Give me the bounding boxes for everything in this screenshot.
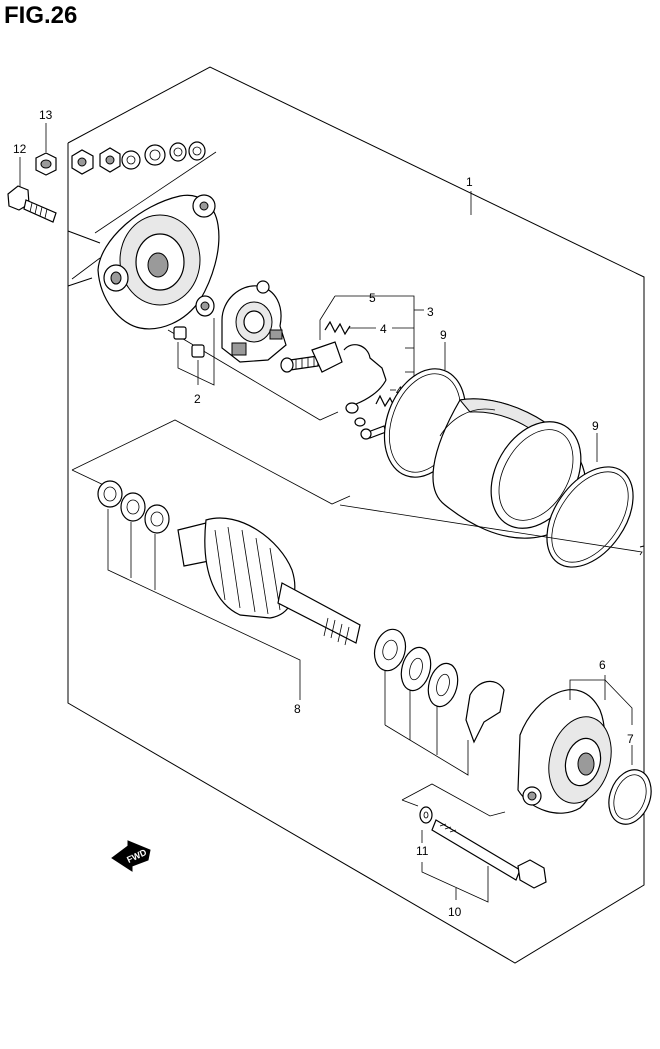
- armature: [177, 517, 361, 646]
- part-12-bolt: 12: [7, 142, 57, 223]
- callout-label: 12: [13, 142, 27, 156]
- callout-label: 4: [380, 322, 387, 336]
- part-7-o-ring: 7: [608, 732, 652, 825]
- hardware-row: [71, 141, 206, 175]
- armature-washers-left: [97, 480, 301, 700]
- brush-holder: [221, 280, 287, 363]
- callout-label: 9: [440, 328, 447, 342]
- fwd-arrow-icon: FWD: [111, 840, 151, 872]
- callout-label: 6: [599, 658, 606, 672]
- part-9-o-ring-lower: 9: [546, 419, 634, 568]
- through-bolt-group-outline: [401, 783, 506, 817]
- armature-washers-right: [373, 628, 505, 776]
- rear-end-cover: [97, 194, 220, 330]
- part-11-washer: 11: [416, 806, 433, 858]
- part-10-through-bolt: 10: [421, 819, 547, 919]
- callout-label: 1: [466, 175, 473, 189]
- callout-label: 2: [194, 392, 201, 406]
- callout-label: 10: [448, 905, 462, 919]
- part-13-nut: 13: [35, 108, 57, 176]
- figure-title: FIG.26: [4, 2, 78, 29]
- callout-1: 1: [466, 175, 473, 215]
- part-2-insulators: 2: [173, 318, 215, 406]
- part-6-front-cover: 6: [517, 658, 633, 814]
- callout-label: 3: [427, 305, 434, 319]
- callout-label: 7: [627, 732, 634, 746]
- brush-springs-and-brushes: 5 3 4 4: [280, 291, 434, 440]
- callout-label: 11: [416, 844, 429, 858]
- callout-label: 8: [294, 702, 301, 716]
- callout-label: 13: [39, 108, 53, 122]
- callout-label: 5: [369, 291, 376, 305]
- end-cover-group-outline: [71, 151, 339, 421]
- assembly-frame: [67, 66, 645, 964]
- callout-8: 8: [294, 702, 301, 716]
- callout-label: 9: [592, 419, 599, 433]
